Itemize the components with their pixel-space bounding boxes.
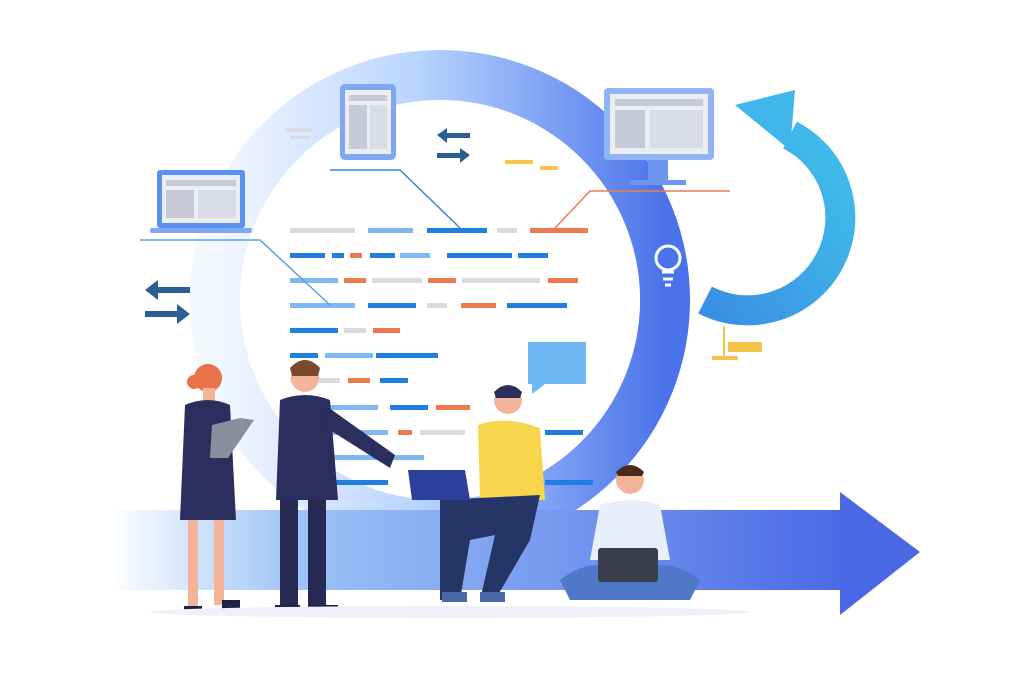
document-line-bar (350, 253, 362, 258)
document-line-bar (368, 303, 416, 308)
document-line-bar (530, 228, 588, 233)
document-line-bar (461, 303, 496, 308)
document-line-bar (507, 303, 567, 308)
swap-arrows-icon (145, 280, 190, 324)
ground-shadow (150, 606, 750, 618)
cycle-arrow-icon (698, 90, 856, 326)
monitor-icon (604, 88, 714, 185)
document-line-bar (370, 253, 395, 258)
document-line-bar (548, 278, 578, 283)
document-line-bar (545, 430, 583, 435)
document-line-bar (384, 455, 424, 460)
document-line-bar (344, 328, 366, 333)
document-line-bar (390, 405, 428, 410)
person-man-pointing (275, 360, 395, 615)
document-line-bar (436, 405, 470, 410)
speech-bubble-icon (528, 342, 586, 394)
document-line-bar (290, 228, 355, 233)
document-line-bar (290, 278, 338, 283)
document-line-bar (447, 253, 512, 258)
document-line-bar (290, 328, 338, 333)
document-line-bar (373, 328, 400, 333)
document-line-bar (398, 430, 412, 435)
person-man-sitting (560, 465, 700, 600)
document-line-bar (348, 378, 370, 383)
document-line-bar (330, 405, 378, 410)
document-line-bar (332, 253, 344, 258)
document-line-bar (428, 278, 456, 283)
document-line-bar (330, 455, 380, 460)
person-woman-tablet (180, 364, 254, 614)
tablet-icon (340, 84, 396, 160)
lightbulb-icon (654, 244, 682, 287)
document-line-bar (368, 228, 413, 233)
document-line-bar (290, 253, 325, 258)
document-line-bar (427, 303, 447, 308)
document-line-bar (518, 253, 548, 258)
document-line-bar (290, 303, 355, 308)
document-line-bar (400, 253, 430, 258)
document-line-bar (427, 228, 487, 233)
document-line-bar (420, 430, 465, 435)
document-line-bar (462, 278, 540, 283)
document-line-bar (372, 278, 422, 283)
laptop-icon (150, 170, 252, 233)
document-line-bar (376, 353, 438, 358)
decorative-accents (285, 128, 762, 360)
document-line-bar (330, 480, 388, 485)
connector-lines (140, 169, 730, 306)
document-lines (290, 228, 593, 485)
document-line-bar (380, 378, 408, 383)
document-line-bar (290, 353, 318, 358)
document-line-bar (325, 353, 373, 358)
document-line-bar (497, 228, 517, 233)
document-line-bar (545, 480, 593, 485)
person-man-laptop (408, 385, 545, 602)
document-line-bar (344, 278, 366, 283)
swap-arrows-icon (437, 128, 470, 163)
